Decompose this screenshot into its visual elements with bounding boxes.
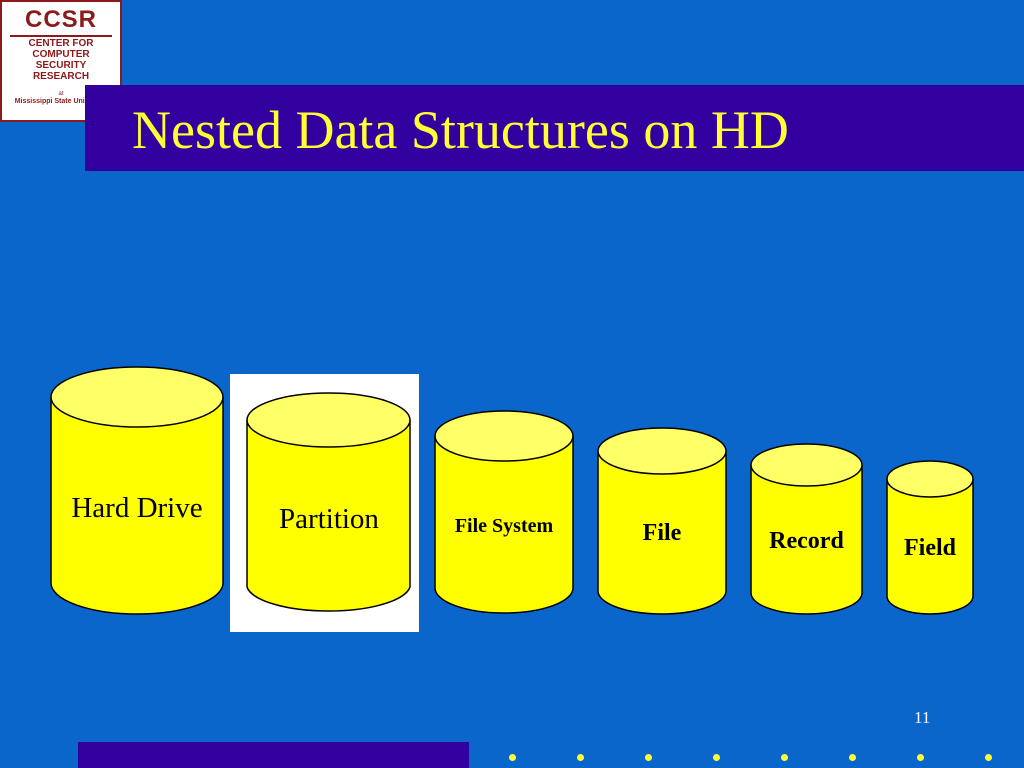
logo-line-2: COMPUTER — [32, 49, 90, 60]
cylinder-field — [886, 460, 974, 615]
logo-acronym: CCSR — [24, 6, 97, 33]
cylinder-label-hard-drive: Hard Drive — [71, 492, 203, 524]
logo-line-1: CENTER FOR — [28, 38, 94, 49]
logo-rule — [10, 35, 112, 37]
logo-line-3: SECURITY — [35, 60, 87, 71]
footer-dot — [985, 754, 992, 761]
footer-dot — [849, 754, 856, 761]
footer-bar — [78, 742, 469, 768]
ccsr-logo: CCSR CENTER FOR COMPUTER SECURITY RESEAR… — [0, 0, 122, 122]
cylinder-label-field: Field — [904, 535, 956, 561]
cylinder-hard-drive — [50, 366, 224, 615]
page-number: 11 — [914, 708, 931, 727]
footer-dot — [577, 754, 584, 761]
cylinder-label-file: File — [642, 520, 682, 546]
cylinder-label-partition: Partition — [279, 503, 379, 535]
cylinder-file — [597, 427, 727, 615]
cylinder-record — [750, 443, 863, 615]
cylinder-label-file-system: File System — [454, 515, 554, 537]
cylinder-file-system — [434, 410, 574, 614]
cylinder-partition — [246, 392, 411, 612]
footer-dot — [781, 754, 788, 761]
logo-university: Mississippi State University — [14, 98, 108, 105]
footer-dot — [713, 754, 720, 761]
slide-title: Nested Data Structures on HD — [132, 100, 789, 160]
cylinder-label-record: Record — [769, 528, 844, 554]
title-bar — [85, 85, 1024, 171]
logo-at: at — [58, 91, 64, 97]
footer-dot — [645, 754, 652, 761]
logo-text: CENTER FOR COMPUTER SECURITY RESEARCH — [2, 38, 120, 82]
footer-dot — [917, 754, 924, 761]
footer-dot — [509, 754, 516, 761]
logo-line-4: RESEARCH — [32, 71, 90, 82]
